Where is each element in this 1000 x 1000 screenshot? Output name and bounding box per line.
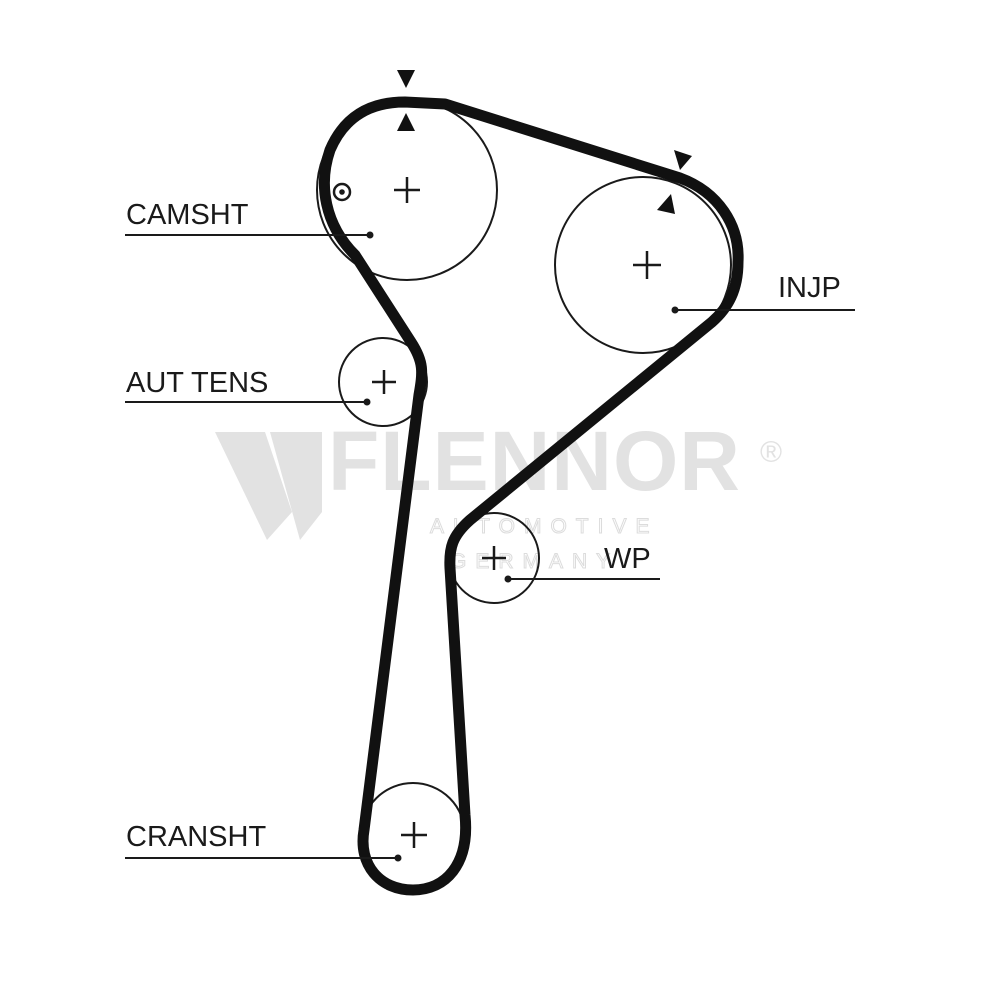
auto-tensioner-label: AUT TENS — [126, 367, 268, 399]
water-pump-label: WP — [604, 543, 651, 575]
auto-tensioner-leader-line — [125, 398, 371, 406]
crankshaft-leader-line — [125, 854, 402, 862]
timing-belt — [319, 96, 744, 896]
auto-tensioner-center-cross — [372, 370, 396, 394]
watermark-registered-mark: ® — [760, 436, 782, 469]
injection-pump-pulley — [554, 176, 732, 354]
crankshaft-label: CRANSHT — [126, 821, 266, 853]
water-pump-leader-line — [504, 575, 660, 583]
camshaft-timing-hole-icon — [332, 182, 352, 202]
auto-tensioner-pulley — [338, 337, 428, 427]
injection-pump-center-cross — [633, 251, 661, 279]
injection-pump-outer-timing-mark-icon — [674, 150, 692, 170]
watermark-logo-mark — [215, 432, 322, 540]
crankshaft-center-cross — [401, 822, 427, 848]
injection-pump-label: INJP — [778, 272, 841, 304]
camshaft-label: CAMSHT — [126, 199, 249, 231]
camshaft-outer-timing-mark-icon — [397, 70, 415, 88]
camshaft-inner-timing-mark-icon — [397, 113, 415, 131]
watermark-line-germany: GERMANY — [450, 550, 619, 573]
water-pump-center-cross — [482, 546, 506, 570]
injection-pump-leader-line — [671, 306, 855, 314]
camshaft-leader-line — [125, 231, 374, 239]
camshaft-center-cross — [394, 177, 420, 203]
injection-pump-inner-timing-mark-icon — [657, 194, 675, 214]
